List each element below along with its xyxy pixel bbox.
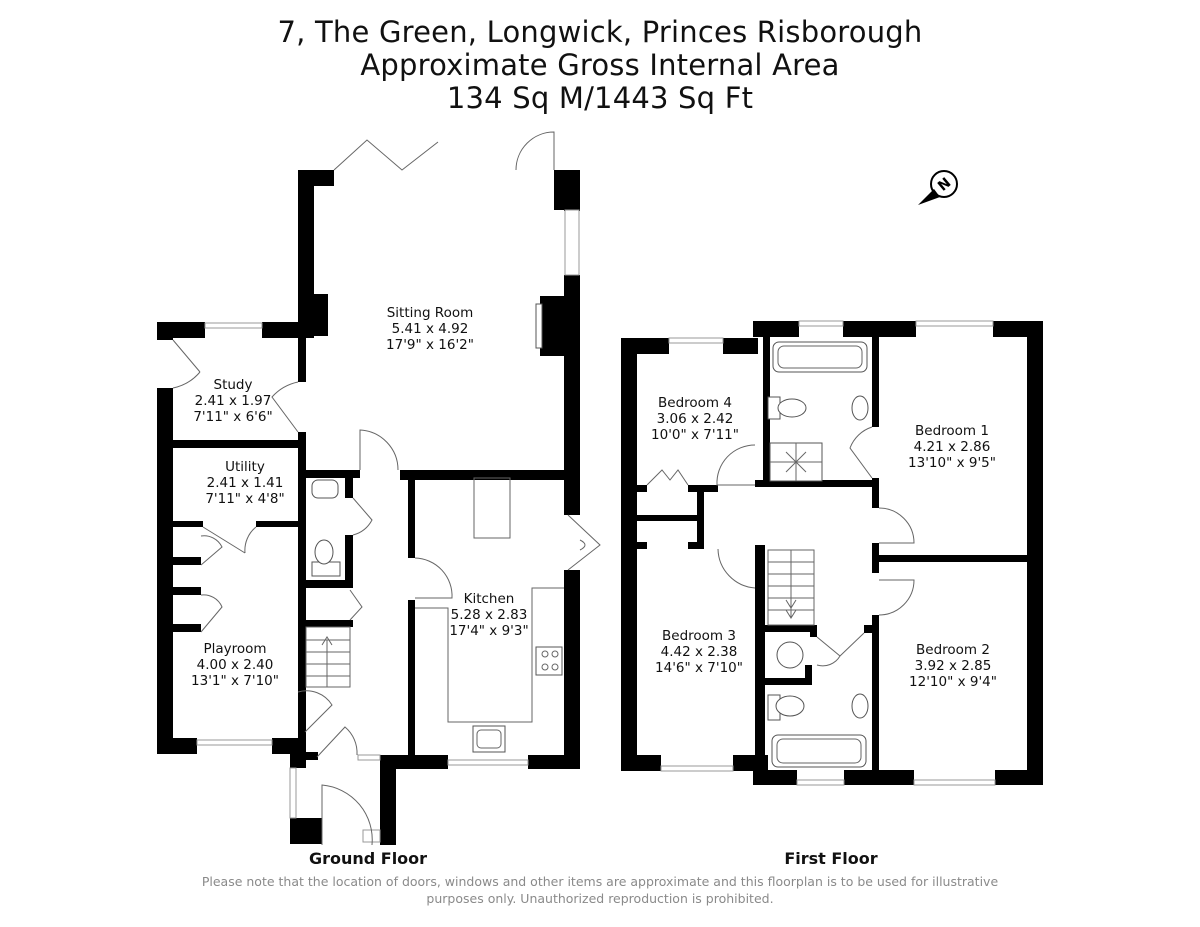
first-floor-walls — [621, 321, 1043, 785]
first-floor-windows — [660, 320, 996, 786]
ground-floor-walls — [157, 170, 580, 845]
property-address: 7, The Green, Longwick, Princes Risborou… — [277, 15, 923, 49]
ground-floor-label: Ground Floor — [308, 849, 428, 868]
title-block: 7, The Green, Longwick, Princes Risborou… — [0, 16, 1200, 115]
first-floor-label: First Floor — [784, 849, 878, 868]
ground-floor-fixtures — [305, 303, 564, 753]
disclaimer: Please note that the location of doors, … — [0, 873, 1200, 907]
first-floor-fixtures — [767, 341, 869, 768]
ground-floor-doors — [172, 131, 601, 846]
disclaimer-line-2: purposes only. Unauthorized reproduction… — [426, 891, 774, 906]
disclaimer-line-1: Please note that the location of doors, … — [201, 874, 999, 889]
area-title: Approximate Gross Internal Area — [360, 48, 840, 82]
area-value: 134 Sq M/1443 Sq Ft — [446, 81, 754, 115]
north-compass-icon: N — [916, 167, 964, 207]
ground-floor-windows — [196, 209, 580, 843]
first-floor-doors — [646, 426, 915, 667]
